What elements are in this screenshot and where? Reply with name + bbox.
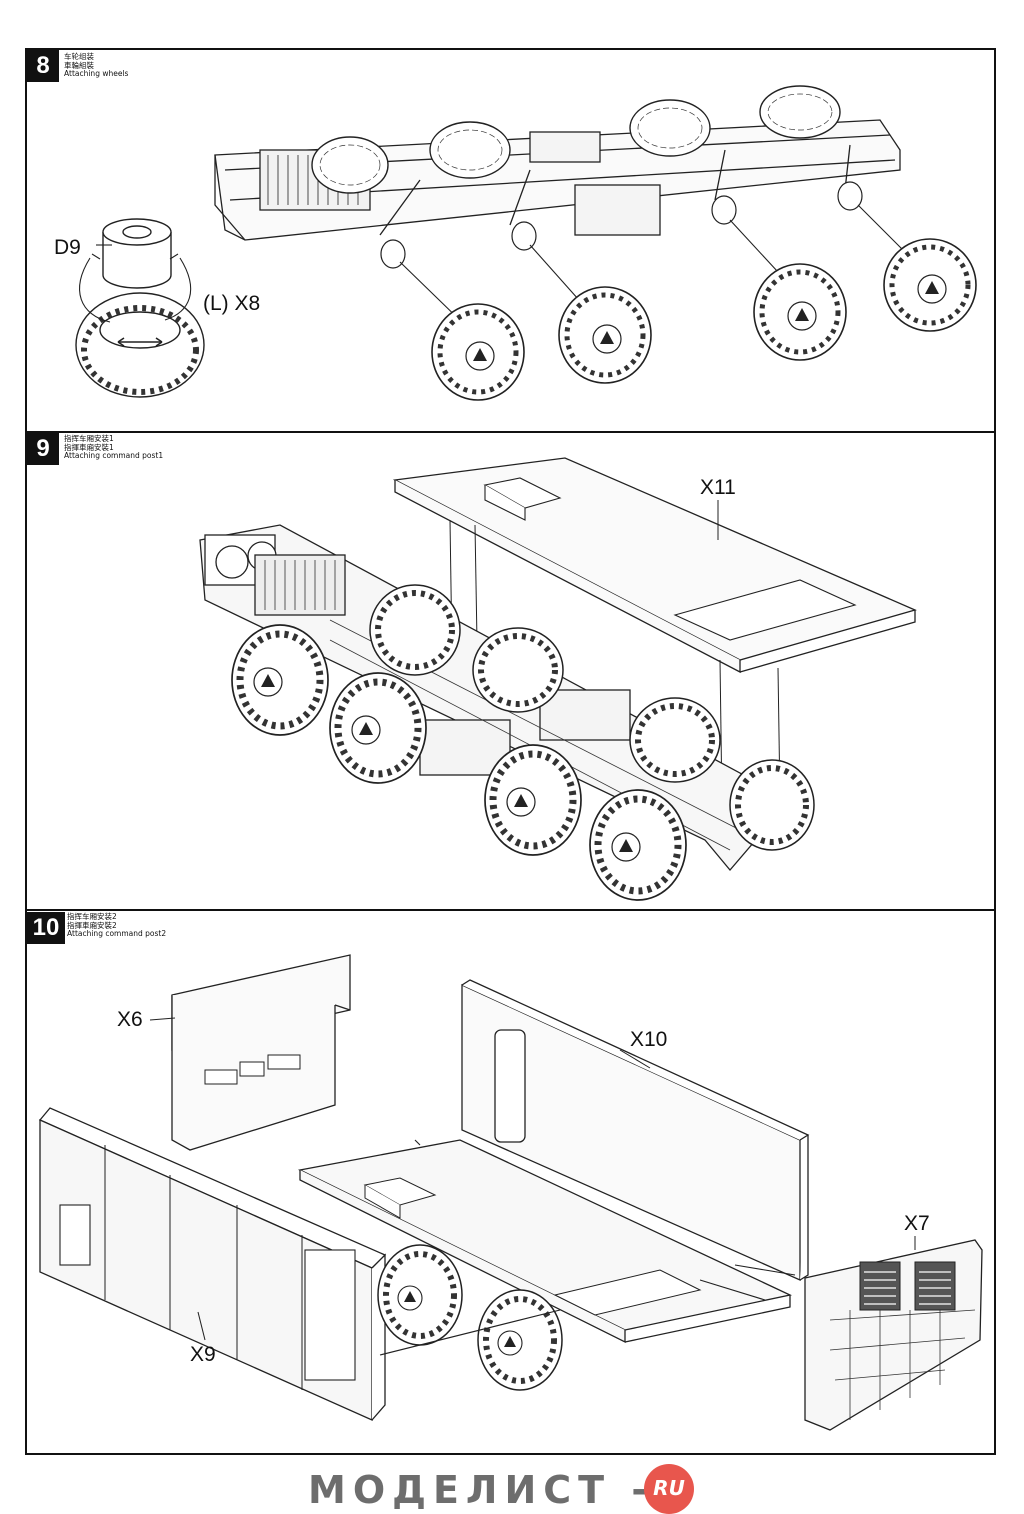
step-caption: 指挥车厢安装1 指揮車廂安裝1 Attaching command post1 bbox=[64, 434, 164, 461]
caption-zh-simplified: 指挥车厢安装2 bbox=[67, 912, 117, 921]
caption-english: Attaching command post2 bbox=[67, 929, 167, 938]
caption-zh-simplified: 车轮组装 bbox=[64, 52, 94, 61]
caption-zh-traditional: 指揮車廂安裝1 bbox=[64, 442, 114, 452]
step-10-drawing bbox=[38, 954, 983, 1431]
part-label-x9: X9 bbox=[190, 1343, 216, 1366]
step-8-drawing bbox=[75, 85, 977, 401]
watermark-logo: МОДЕЛИСТ - RU bbox=[300, 1464, 740, 1514]
part-label-x6: X6 bbox=[117, 1008, 143, 1031]
part-label-x10: X10 bbox=[630, 1028, 668, 1051]
step-divider bbox=[25, 431, 996, 433]
step-number: 8 bbox=[27, 50, 59, 82]
caption-zh-traditional: 指揮車廂安裝2 bbox=[67, 920, 117, 930]
step-number: 10 bbox=[27, 912, 65, 944]
part-label-x7: X7 bbox=[904, 1212, 930, 1235]
step-number: 9 bbox=[27, 433, 59, 465]
caption-zh-traditional: 車輪組裝 bbox=[64, 60, 94, 70]
caption-zh-simplified: 指挥车厢安装1 bbox=[64, 434, 114, 443]
part-label-x8: (L) X8 bbox=[203, 292, 261, 315]
watermark-badge: RU bbox=[644, 1464, 694, 1514]
caption-english: Attaching wheels bbox=[64, 69, 129, 78]
step-9-drawing bbox=[199, 457, 917, 901]
part-label-x11: X11 bbox=[700, 476, 736, 499]
watermark-text: МОДЕЛИСТ - bbox=[308, 1468, 655, 1512]
step-caption: 指挥车厢安装2 指揮車廂安裝2 Attaching command post2 bbox=[67, 912, 167, 939]
instruction-sheet-frame bbox=[25, 48, 996, 1455]
watermark-badge-text: RU bbox=[653, 1476, 685, 1500]
step-divider bbox=[25, 909, 996, 911]
step-caption: 车轮组装 車輪組裝 Attaching wheels bbox=[64, 52, 129, 79]
part-label-d9: D9 bbox=[54, 236, 81, 259]
caption-english: Attaching command post1 bbox=[64, 451, 164, 460]
